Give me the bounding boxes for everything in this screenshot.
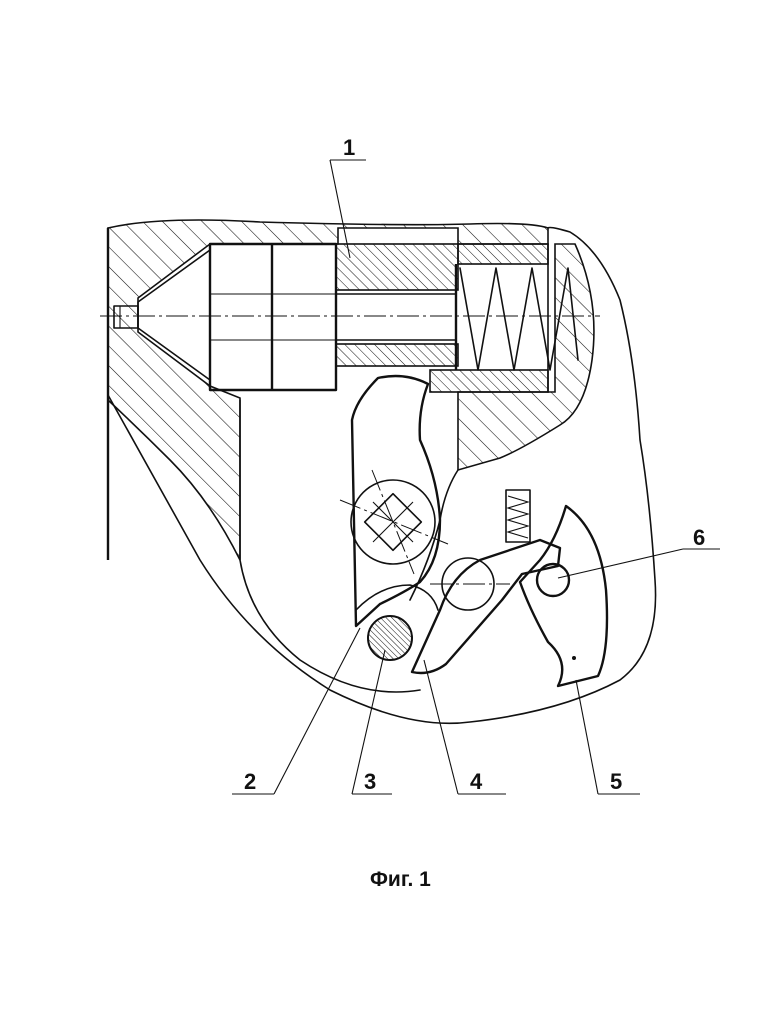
roller-recess: [356, 585, 438, 610]
trigger-part-5: [520, 506, 607, 686]
leader-5-arm: [576, 680, 598, 794]
callout-1: 1: [343, 135, 355, 160]
leader-2-arm: [274, 628, 360, 794]
callout-4: 4: [470, 769, 483, 794]
spring-cup-top: [458, 244, 548, 264]
leader-6-arm: [558, 549, 683, 578]
callout-3: 3: [364, 769, 376, 794]
leader-4-arm: [424, 660, 458, 794]
pawl-spring-housing: [506, 490, 530, 542]
callout-6: 6: [693, 525, 705, 550]
pawl-spring: [508, 496, 528, 538]
trigger-body: [520, 506, 607, 686]
housing-right-section: [458, 244, 594, 470]
pin-part-6: [537, 564, 569, 596]
spring-cup-bottom: [430, 370, 548, 392]
callout-5: 5: [610, 769, 622, 794]
lever-body: [352, 376, 440, 626]
figure-caption: Фиг. 1: [370, 868, 431, 891]
housing-cavity-right: [410, 470, 458, 600]
guide-bushing-bottom: [336, 344, 458, 366]
roller: [368, 616, 412, 660]
guide-bushing-top: [336, 244, 458, 290]
plunger-rod: [336, 294, 456, 340]
callout-2: 2: [244, 769, 256, 794]
trigger-dot: [572, 656, 576, 660]
lever-part-2: [340, 376, 448, 626]
